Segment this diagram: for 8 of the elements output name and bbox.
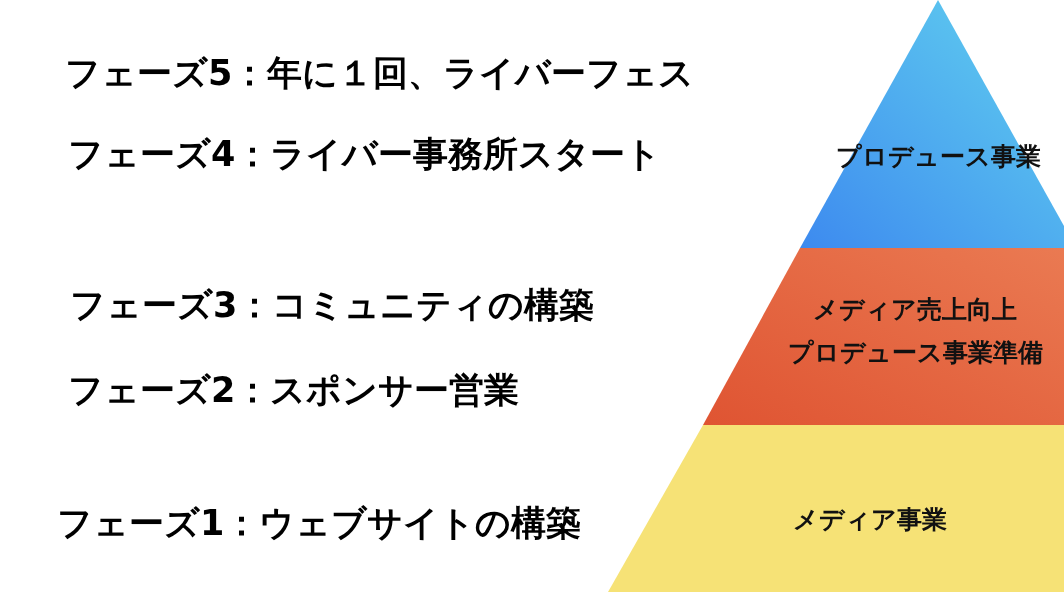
phase-label: フェーズ1：ウェブサイトの構築 xyxy=(57,502,582,545)
phase-label: フェーズ5：年に１回、ライバーフェス xyxy=(65,52,695,95)
tier-label: メディア事業 xyxy=(792,504,948,536)
phase-label: フェーズ4：ライバー事務所スタート xyxy=(68,133,662,176)
phase-label: フェーズ3：コミュニティの構築 xyxy=(70,284,595,327)
tier-label: メディア売上向上 xyxy=(812,294,1018,326)
phase-label: フェーズ2：スポンサー営業 xyxy=(68,369,520,412)
tier-label: プロデュース事業準備 xyxy=(786,337,1044,369)
